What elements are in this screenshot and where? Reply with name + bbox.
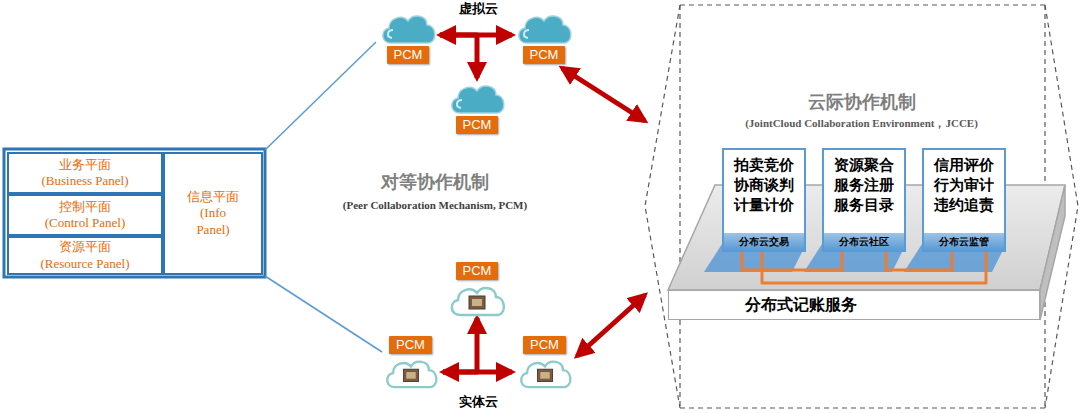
virtual-cloud-icon: [514, 10, 574, 46]
virtual-cloud-icon: [447, 80, 507, 116]
mechanism-title: 对等协作机制: [320, 170, 550, 194]
service-box: 拍卖竞价 协商谈判 计量计价分布云交易: [722, 148, 806, 252]
pcm-cloud: PCM: [512, 336, 577, 390]
plane-box: 信息平面 (Info Panel): [163, 152, 263, 275]
ledger-band: 分布式记账服务: [668, 290, 1040, 320]
pcm-cloud: PCM: [376, 8, 440, 68]
jcce-region: 拍卖竞价 协商谈判 计量计价分布云交易资源聚合 服务注册 服务目录分布云社区信用…: [645, 5, 1078, 408]
region-subtitle: (JointCloud Collaboration Environment，JC…: [645, 115, 1078, 131]
panel-frame: [4, 149, 265, 277]
pcm-badge: PCM: [523, 46, 566, 64]
pcm-badge: PCM: [456, 116, 499, 134]
cloud-group-label: 虚拟云: [438, 0, 518, 18]
pcm-cloud: PCM: [445, 78, 509, 140]
region-outline: [645, 5, 1078, 408]
region-title: 云际协作机制: [645, 91, 1078, 113]
node-label: 分布式记账服务: [745, 294, 857, 316]
plane-box: 资源平面 (Resource Panel): [7, 236, 163, 275]
collaboration-arrow: [577, 295, 645, 356]
pcm-cloud: PCM: [378, 336, 443, 390]
node-label: 业务平面 (Business Panel): [37, 157, 133, 190]
cloud-group-label: 实体云: [438, 393, 518, 411]
service-list: 拍卖竞价 协商谈判 计量计价: [724, 150, 804, 231]
service-name: 分布云社区: [824, 233, 904, 250]
ledger-link: [742, 252, 842, 270]
collaboration-arrow: [562, 68, 645, 121]
pcm-cloud: PCM: [445, 262, 509, 318]
service-list: 资源聚合 服务注册 服务目录: [824, 150, 904, 231]
physical-cloud-icon: [515, 356, 575, 390]
pcm-badge: PCM: [456, 262, 499, 280]
zoom-line: [265, 276, 382, 352]
pcm-badge: PCM: [523, 336, 566, 354]
zoom-line: [265, 42, 376, 150]
platform-side: [1040, 185, 1065, 320]
plane-box: 控制平面 (Control Panel): [7, 194, 163, 236]
pcm-cloud: PCM: [512, 8, 576, 68]
ledger-link: [762, 252, 986, 283]
node-label: 资源平面 (Resource Panel): [37, 239, 133, 272]
node-label: 信息平面 (Info Panel): [185, 189, 241, 238]
pcm-badge: PCM: [387, 46, 430, 64]
mechanism-subtitle: (Peer Collaboration Mechanism, PCM): [280, 199, 590, 211]
ledger-link: [886, 252, 952, 270]
pcm-badge: PCM: [389, 336, 432, 354]
physical-cloud-icon: [381, 356, 441, 390]
service-box: 信用评价 行为审计 违约追责分布云监管: [922, 148, 1006, 252]
service-name: 分布云交易: [724, 233, 804, 250]
plane-box: 业务平面 (Business Panel): [7, 152, 163, 194]
service-name: 分布云监管: [924, 233, 1004, 250]
collaboration-arrow: [443, 318, 477, 372]
service-list: 信用评价 行为审计 违约追责: [924, 150, 1004, 231]
physical-cloud-icon: [447, 282, 507, 318]
service-box: 资源聚合 服务注册 服务目录分布云社区: [822, 148, 906, 252]
virtual-cloud-icon: [378, 10, 438, 46]
collaboration-arrow: [440, 35, 477, 78]
node-label: 控制平面 (Control Panel): [37, 199, 133, 232]
